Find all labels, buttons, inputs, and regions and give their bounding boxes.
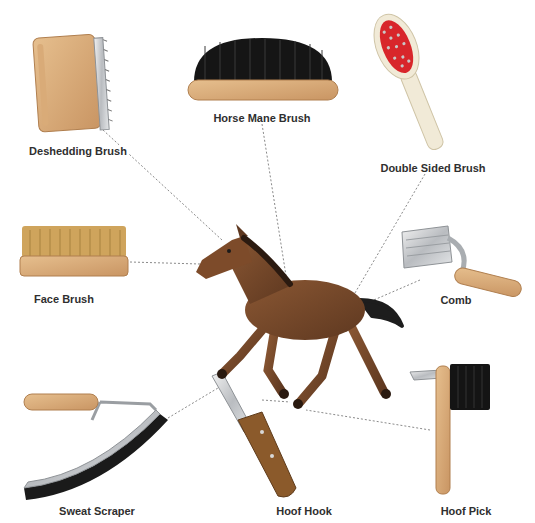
double-sided-brush-part-part [396, 33, 400, 37]
horse-figure-part-part [268, 334, 282, 392]
horse-figure-part [217, 369, 391, 409]
mane-brush-part [194, 38, 332, 82]
mane-brush-part [205, 39, 322, 80]
part-label: Horse Mane Brush [211, 112, 312, 124]
double-sided-brush-part-part [400, 64, 404, 68]
horse-figure-part [227, 249, 231, 253]
hoof-hook-part [238, 412, 296, 497]
horse-figure-part-part [224, 330, 262, 372]
double-sided-brush-part-part [389, 36, 393, 40]
part-label: Face Brush [32, 293, 96, 305]
horse-figure-part-part [279, 389, 289, 399]
sweat-scraper-part [24, 410, 160, 488]
deshedding-brush-part [37, 44, 49, 126]
sweat-scraper-part [24, 394, 98, 410]
horse-figure-part-part [293, 399, 303, 409]
double-sided-brush-part [380, 23, 414, 70]
horse-figure-part-part [381, 389, 391, 399]
curry-comb-part [402, 226, 452, 268]
horse-figure-part-part [217, 369, 227, 379]
mane-brush [188, 38, 338, 100]
hoof-hook-part [270, 454, 274, 458]
double-sided-brush-part [365, 8, 428, 86]
double-sided-brush-part [373, 15, 420, 77]
double-sided-brush-part-part [394, 45, 398, 49]
label-holder: Double Sided Brush [378, 158, 487, 176]
face-brush-part [20, 256, 128, 276]
label-holder: Hoof Pick [439, 501, 494, 519]
face-brush-part [30, 229, 120, 256]
hoof-pick-part [450, 364, 490, 410]
curry-comb-part [406, 235, 450, 256]
face-brush-part [22, 226, 126, 258]
label-holder: Horse Mane Brush [211, 108, 312, 126]
part-label: Hoof Hook [274, 505, 334, 517]
double-sided-brush-part-part [407, 59, 411, 63]
deshedding-brush-part [103, 39, 113, 121]
hoof-hook-part [260, 430, 264, 434]
double-sided-brush-part-part [402, 42, 406, 46]
double-sided-brush-part [399, 68, 445, 152]
sweat-scraper [24, 394, 168, 500]
leader-line [306, 410, 430, 430]
deshedding-brush-part [33, 34, 101, 132]
double-sided-brush-part-part [382, 30, 386, 34]
double-sided-brush [365, 8, 456, 156]
horse-figure-part-part [350, 324, 384, 392]
part-label: Deshedding Brush [27, 145, 129, 157]
horse-figure-part [360, 300, 402, 326]
label-holder: Deshedding Brush [27, 141, 129, 159]
label-holder: Comb [438, 290, 473, 308]
label-holder: Sweat Scraper [57, 501, 137, 519]
deshedding-brush [33, 33, 114, 134]
hoof-hook [212, 372, 296, 497]
part-label: Double Sided Brush [378, 162, 487, 174]
part-label: Hoof Pick [439, 505, 494, 517]
leader-line [262, 400, 290, 402]
hoof-pick [410, 364, 490, 494]
part-label: Sweat Scraper [57, 505, 137, 517]
sweat-scraper-part [92, 402, 156, 420]
hoof-pick-part [436, 366, 450, 494]
horse-figure-part [196, 236, 252, 279]
leader-line [130, 262, 200, 264]
double-sided-brush-part-part [393, 56, 397, 60]
horse-figure [196, 224, 402, 409]
curry-comb-part [448, 238, 464, 272]
part-label: Comb [438, 294, 473, 306]
double-sided-brush-part-part [401, 55, 405, 59]
label-holder: Hoof Hook [274, 501, 334, 519]
double-sided-brush-part-part [389, 25, 393, 29]
double-sided-brush-part-part [386, 46, 390, 50]
horse-figure-part [244, 238, 290, 284]
label-holder: Face Brush [32, 289, 96, 307]
face-brush [20, 226, 128, 276]
curry-comb [402, 226, 523, 298]
hoof-pick-part [458, 366, 482, 408]
mane-brush-part [188, 80, 338, 100]
